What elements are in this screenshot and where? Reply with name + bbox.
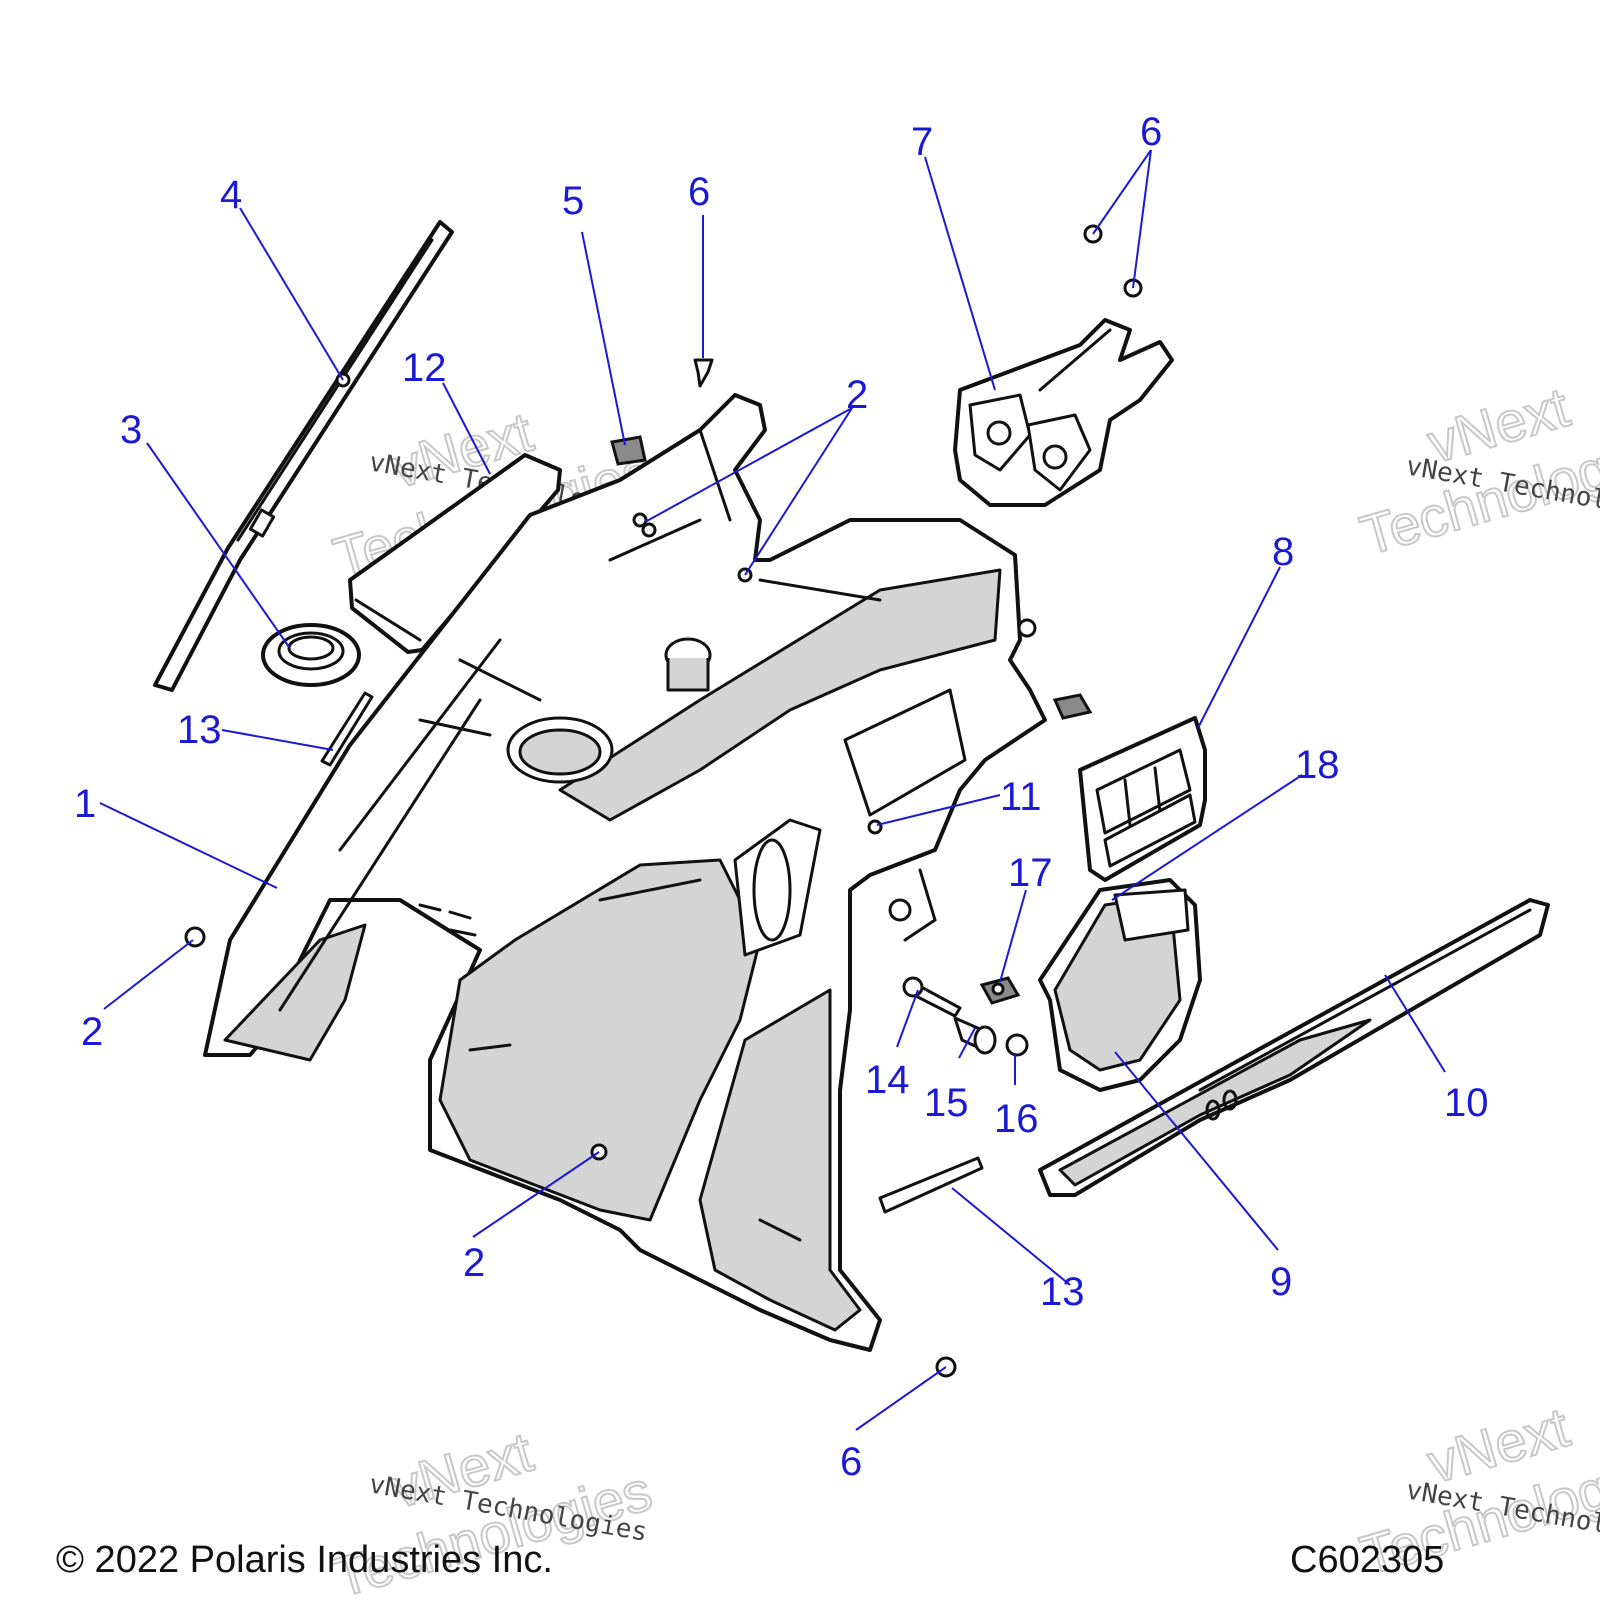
figure-id: C602305 bbox=[1290, 1539, 1444, 1581]
part-bracket-nut bbox=[979, 976, 1021, 1005]
watermark-top-right: vNext Technologies bbox=[1353, 374, 1600, 568]
part-spacer bbox=[953, 1016, 997, 1055]
callout-14: 14 bbox=[865, 1058, 910, 1102]
leader-lines bbox=[99, 149, 1446, 1431]
part-push-rivets bbox=[693, 224, 1143, 1378]
callout-13: 13 bbox=[177, 708, 222, 752]
part-dash-panel bbox=[203, 393, 1047, 1352]
part-bolt bbox=[902, 976, 962, 1018]
part-switch-bracket bbox=[953, 318, 1174, 507]
copyright-text: © 2022 Polaris Industries Inc. bbox=[56, 1539, 553, 1581]
part-rod-lower bbox=[878, 1156, 984, 1214]
callout-6: 6 bbox=[688, 170, 710, 214]
callout-numbers: 1 2 2 2 3 4 5 6 6 6 7 8 9 10 11 12 13 13… bbox=[74, 110, 1489, 1484]
callout-16: 16 bbox=[994, 1097, 1039, 1141]
callout-8: 8 bbox=[1272, 530, 1294, 574]
callout-13: 13 bbox=[1040, 1270, 1085, 1314]
callout-18: 18 bbox=[1295, 743, 1340, 787]
part-vent-duct bbox=[1038, 878, 1202, 1092]
callout-7: 7 bbox=[911, 120, 933, 164]
callout-12: 12 bbox=[402, 346, 447, 390]
part-rod-upper bbox=[320, 691, 374, 767]
callout-15: 15 bbox=[924, 1081, 969, 1125]
part-trim-strip bbox=[153, 220, 454, 692]
callout-2: 2 bbox=[846, 373, 868, 417]
callout-1: 1 bbox=[74, 782, 96, 826]
callout-2: 2 bbox=[463, 1241, 485, 1285]
part-sill-strip bbox=[1038, 898, 1550, 1197]
part-nut bbox=[1005, 1033, 1029, 1057]
callout-9: 9 bbox=[1270, 1260, 1292, 1304]
callout-6: 6 bbox=[840, 1440, 862, 1484]
callout-3: 3 bbox=[120, 408, 142, 452]
callout-4: 4 bbox=[220, 173, 242, 217]
callout-5: 5 bbox=[562, 179, 584, 223]
callout-11: 11 bbox=[1000, 775, 1042, 819]
part-clip-nut bbox=[610, 435, 647, 466]
callout-17: 17 bbox=[1008, 851, 1053, 895]
part-vent-grille bbox=[1078, 716, 1207, 882]
callout-2: 2 bbox=[81, 1010, 103, 1054]
part-grommet-ring bbox=[261, 623, 361, 687]
callout-6: 6 bbox=[1140, 110, 1162, 154]
callout-10: 10 bbox=[1444, 1081, 1489, 1125]
